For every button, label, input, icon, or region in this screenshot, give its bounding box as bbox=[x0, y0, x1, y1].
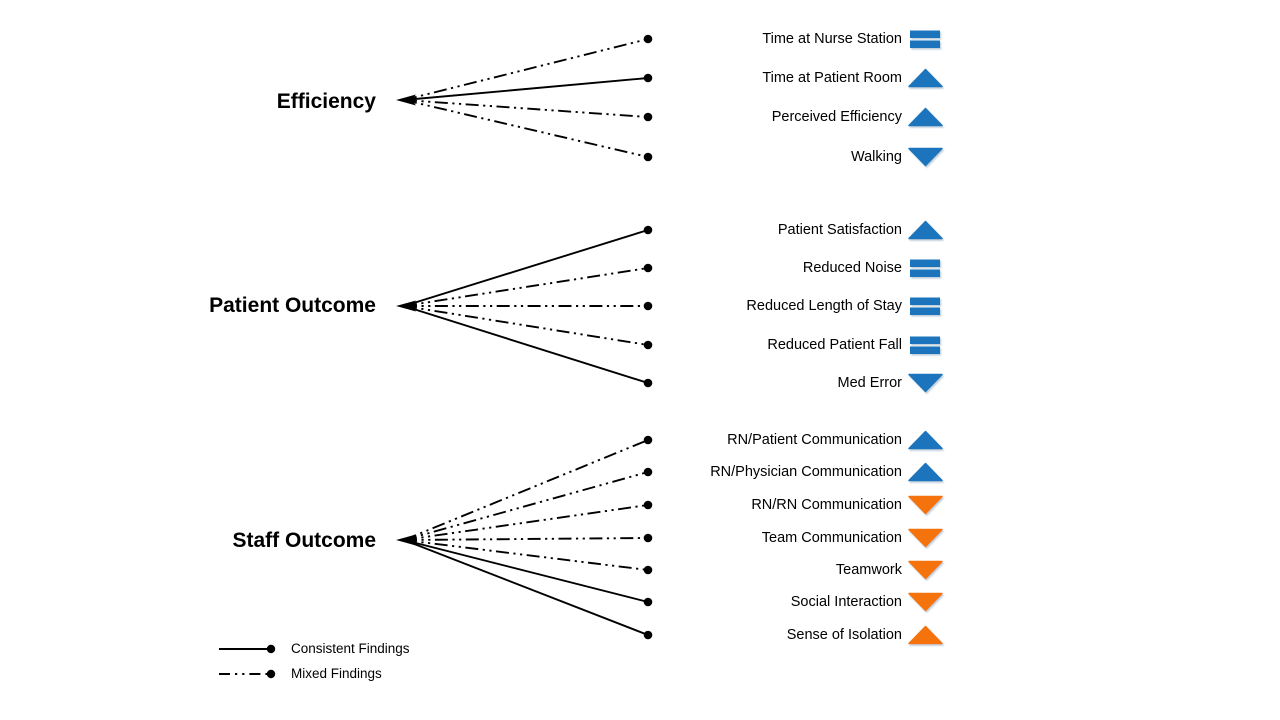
connector-line-mixed bbox=[403, 539, 649, 571]
increase-triangle-icon bbox=[908, 107, 943, 127]
category-label: Efficiency bbox=[276, 90, 376, 113]
increase-triangle-icon bbox=[908, 68, 943, 88]
legend-mixed-line-icon bbox=[219, 669, 276, 678]
endpoint-dot bbox=[643, 263, 653, 273]
equals-bar bbox=[910, 336, 940, 344]
outcome-label: RN/Physician Communication bbox=[710, 464, 902, 480]
connector-line-mixed bbox=[403, 99, 649, 158]
arrowhead-icon bbox=[396, 534, 416, 546]
decrease-triangle-icon bbox=[908, 147, 943, 167]
increase-triangle-icon bbox=[908, 462, 943, 482]
connector-line-mixed bbox=[403, 305, 649, 346]
connector-line-solid bbox=[403, 305, 649, 384]
equals-bar bbox=[910, 297, 940, 305]
equals-icon bbox=[910, 30, 940, 48]
endpoint-dot bbox=[643, 500, 653, 510]
equals-bar bbox=[910, 269, 940, 277]
equals-icon bbox=[910, 336, 940, 354]
decrease-triangle-icon bbox=[908, 528, 943, 548]
connector-line-mixed bbox=[403, 504, 649, 541]
connector-line-solid bbox=[403, 539, 649, 636]
legend-item: Consistent Findings bbox=[218, 636, 410, 661]
endpoint-dot bbox=[643, 73, 653, 83]
connector-line-solid bbox=[403, 77, 649, 101]
outcome-label: Patient Satisfaction bbox=[777, 222, 902, 238]
endpoint-dot bbox=[643, 112, 653, 122]
outcome-label: Sense of Isolation bbox=[786, 627, 902, 643]
outcome-label: Time at Patient Room bbox=[762, 70, 902, 86]
endpoint-dot bbox=[643, 630, 653, 640]
decrease-triangle-icon bbox=[908, 373, 943, 393]
connector-line-mixed bbox=[403, 267, 649, 307]
legend-solid-line-icon bbox=[219, 644, 276, 653]
endpoint-dot bbox=[643, 565, 653, 575]
arrowhead-icon bbox=[396, 300, 416, 312]
outcome-label: Reduced Noise bbox=[802, 260, 902, 276]
category-label: Staff Outcome bbox=[232, 529, 376, 552]
outcome-label: Walking bbox=[850, 149, 902, 165]
outcome-label: Time at Nurse Station bbox=[762, 31, 902, 47]
endpoint-dot bbox=[643, 152, 653, 162]
equals-icon bbox=[910, 297, 940, 315]
connector-line-mixed bbox=[403, 99, 649, 118]
endpoint-dot bbox=[643, 225, 653, 235]
connector-line-mixed bbox=[403, 537, 649, 541]
endpoint-dot bbox=[643, 435, 653, 445]
arrowhead-icon bbox=[396, 94, 416, 106]
endpoint-dot bbox=[643, 467, 653, 477]
endpoint-dot bbox=[643, 378, 653, 388]
endpoint-dot bbox=[643, 340, 653, 350]
connector-line-mixed bbox=[403, 38, 649, 101]
outcome-label: RN/RN Communication bbox=[751, 497, 902, 513]
decrease-triangle-icon bbox=[908, 495, 943, 515]
increase-triangle-icon bbox=[908, 220, 943, 240]
outcome-label: Med Error bbox=[837, 375, 902, 391]
outcome-label: Perceived Efficiency bbox=[771, 109, 902, 125]
outcome-label: Social Interaction bbox=[790, 594, 902, 610]
connector-line-solid bbox=[403, 229, 649, 307]
increase-triangle-icon bbox=[908, 625, 943, 645]
equals-bar bbox=[910, 346, 940, 354]
connector-line-solid bbox=[403, 539, 649, 603]
increase-triangle-icon bbox=[908, 430, 943, 450]
decrease-triangle-icon bbox=[908, 560, 943, 580]
legend-label: Mixed Findings bbox=[291, 666, 382, 681]
outcome-label: Reduced Length of Stay bbox=[746, 298, 902, 314]
equals-bar bbox=[910, 307, 940, 315]
legend-label: Consistent Findings bbox=[291, 641, 410, 656]
endpoint-dot bbox=[643, 597, 653, 607]
connector-line-mixed bbox=[403, 439, 649, 541]
equals-bar bbox=[910, 40, 940, 48]
outcome-label: RN/Patient Communication bbox=[727, 432, 902, 448]
outcome-label: Reduced Patient Fall bbox=[767, 337, 902, 353]
outcome-label: Team Communication bbox=[761, 530, 902, 546]
endpoint-dot bbox=[643, 301, 653, 311]
equals-bar bbox=[910, 259, 940, 267]
equals-icon bbox=[910, 259, 940, 277]
category-label: Patient Outcome bbox=[209, 294, 376, 317]
equals-bar bbox=[910, 30, 940, 38]
outcome-label: Teamwork bbox=[835, 562, 902, 578]
decrease-triangle-icon bbox=[908, 592, 943, 612]
legend-item: Mixed Findings bbox=[218, 661, 410, 686]
endpoint-dot bbox=[643, 533, 653, 543]
connector-line-mixed bbox=[403, 471, 649, 541]
endpoint-dot bbox=[643, 34, 653, 44]
legend: Consistent Findings Mixed Findings bbox=[218, 636, 410, 686]
